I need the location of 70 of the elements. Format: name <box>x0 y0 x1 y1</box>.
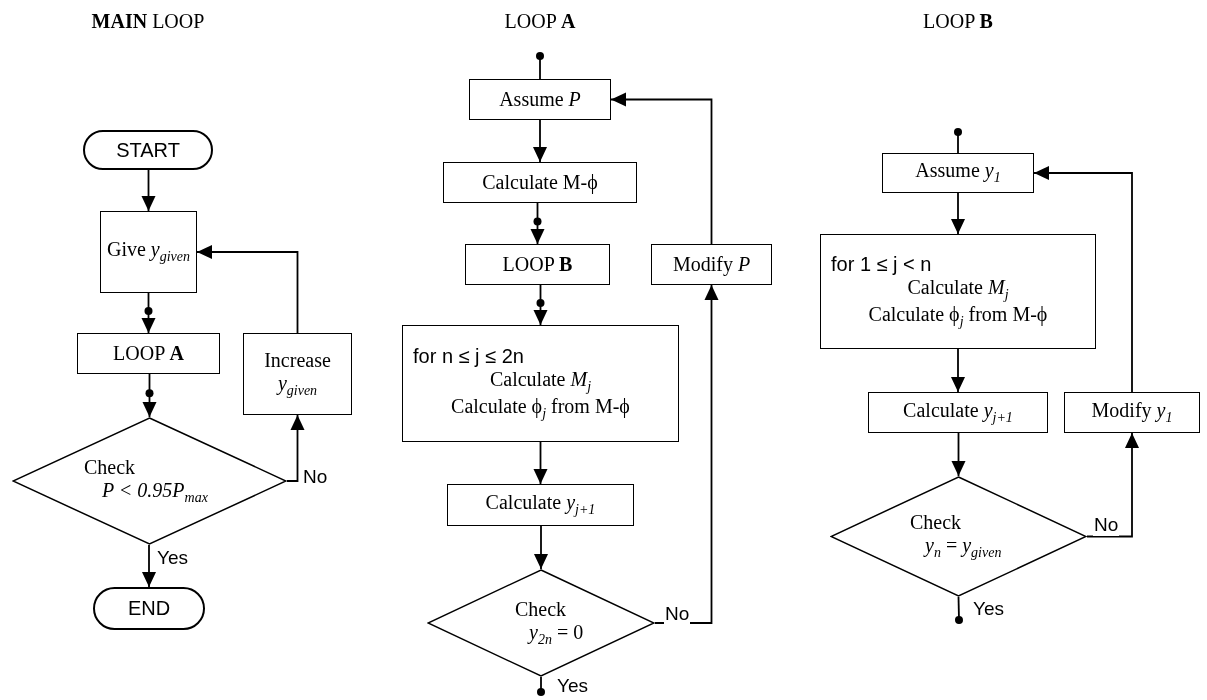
node-text: Calculate ϕ$_{j}$ from M-ϕ <box>868 303 1048 331</box>
node-text: Assume P <box>499 88 581 111</box>
process-box <box>100 211 197 293</box>
node-text: Calculate M$_{j}$ <box>907 275 1009 303</box>
process-box <box>651 244 772 285</box>
process-box <box>77 333 220 374</box>
loop-box <box>402 325 679 442</box>
arrow <box>141 169 156 212</box>
node-text: LOOP A <box>113 342 184 365</box>
process-box <box>465 244 610 285</box>
node-text: Modify y$_{1}$ <box>1091 398 1173 427</box>
node-text: Increase y$_{given}$ <box>263 348 332 400</box>
arrow <box>533 441 548 485</box>
arrow <box>286 414 305 482</box>
decision-diamond <box>427 569 655 677</box>
edge-label: No <box>1093 515 1120 536</box>
arrow <box>951 432 966 477</box>
node-text: LOOP B <box>502 253 573 276</box>
decision-label: Check <box>515 597 567 621</box>
connector-line <box>954 128 962 154</box>
node-text: Calculate y$_{j+1}$ <box>485 491 596 519</box>
decision-diamond <box>830 476 1087 597</box>
decision-label: Check <box>910 511 962 535</box>
process-box <box>443 162 637 203</box>
node-text: P < 0.95P$_{max}$ <box>102 478 208 507</box>
arrow <box>196 245 299 334</box>
arrow <box>142 373 157 418</box>
decision-label: Check <box>84 455 136 479</box>
arrow <box>142 544 156 588</box>
arrow <box>654 284 719 624</box>
loop-condition: for 1 ≤ j < n <box>831 252 932 276</box>
arrow <box>951 192 965 235</box>
process-box <box>243 333 352 415</box>
arrow <box>610 92 713 245</box>
arrow <box>141 292 156 334</box>
arrow <box>951 348 965 393</box>
arrow <box>1086 432 1139 538</box>
node-text: Calculate ϕ$_{j}$ from M-ϕ <box>451 395 630 423</box>
loop-condition: for n ≤ j ≤ 2n <box>413 344 524 368</box>
connector-line <box>536 52 544 80</box>
section-heading: LOOP A <box>504 10 576 33</box>
arrow <box>534 525 548 570</box>
process-box <box>882 153 1034 193</box>
terminal-box <box>93 587 205 630</box>
node-text: END <box>127 597 171 620</box>
node-text: Calculate M$_{j}$ <box>489 367 592 395</box>
node-text: Give y$_{given}$ <box>106 238 191 266</box>
connector-line <box>537 676 545 696</box>
process-box <box>447 484 634 526</box>
section-heading: LOOP B <box>923 10 993 33</box>
decision-diamond <box>12 417 287 545</box>
node-text: y$_{2n}$ = 0 <box>529 620 584 649</box>
arrow <box>1033 166 1133 393</box>
loop-box <box>820 234 1096 349</box>
process-box <box>1064 392 1200 433</box>
edge-label: No <box>664 604 691 625</box>
node-text: START <box>116 138 180 162</box>
node-text: y$_{n}$ = y$_{given}$ <box>925 534 1002 562</box>
arrow <box>533 284 548 326</box>
terminal-box <box>83 130 213 170</box>
node-text: Calculate y$_{j+1}$ <box>903 398 1013 427</box>
process-box <box>469 79 611 120</box>
section-heading: MAIN LOOP <box>91 10 205 33</box>
node-text: Modify P <box>672 253 751 276</box>
node-text: Calculate M-ϕ <box>482 171 598 194</box>
process-box <box>868 392 1048 433</box>
connector-line <box>955 596 963 624</box>
node-text: Assume y$_{1}$ <box>915 159 1001 187</box>
arrow <box>530 202 545 245</box>
arrow <box>533 119 547 163</box>
